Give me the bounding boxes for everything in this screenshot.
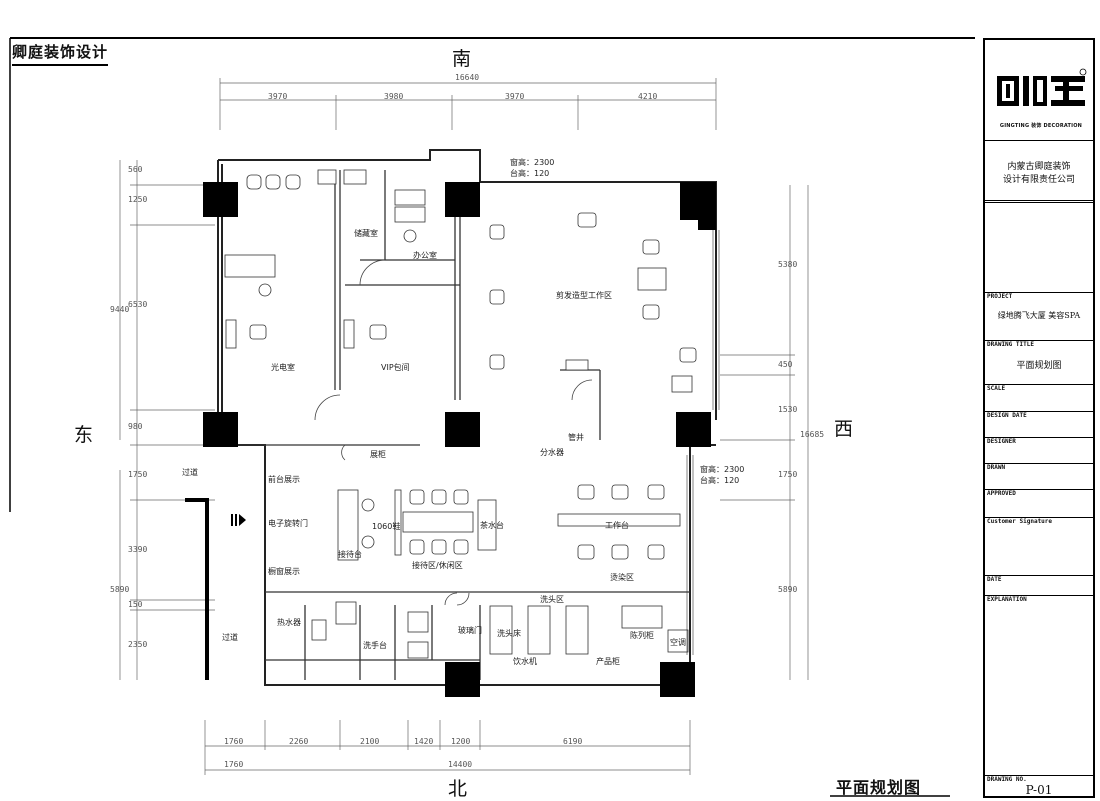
dim-top-1: 3970	[268, 92, 288, 101]
dim-left-total-a: 9440	[110, 305, 130, 314]
label-width: 1060鞋	[372, 522, 401, 531]
dim-bottom-1: 1760	[224, 737, 244, 746]
label-ac: 空调	[670, 638, 686, 647]
dim-left-6: 3390	[128, 545, 148, 554]
window-note-2-height: 窗高：2300	[700, 465, 745, 474]
approved-label: APPROVED	[987, 490, 1016, 497]
dim-bottom-5: 1200	[451, 737, 471, 746]
room-rest-area: 接待区/休闲区	[412, 561, 463, 570]
dim-left-2: 1250	[128, 195, 148, 204]
dim-left-1: 560	[128, 165, 143, 174]
chairs	[246, 174, 697, 560]
room-optical: 光电室	[271, 363, 295, 372]
project-value: 绿地腾飞大厦 美容SPA	[997, 311, 1081, 320]
label-water-heater: 热水器	[277, 618, 301, 627]
compass-east: 东	[74, 424, 94, 446]
drawing-no-value: P-01	[1025, 783, 1053, 797]
label-product: 产品柜	[596, 657, 620, 666]
project-label: PROJECT	[987, 293, 1013, 300]
label-tea: 茶水台	[480, 521, 504, 530]
dim-left-total-b: 5890	[110, 585, 130, 594]
logo-subtitle: GINGTING 装饰 DECORATION	[999, 123, 1083, 129]
dim-top-2: 3980	[384, 92, 404, 101]
tables	[224, 169, 693, 659]
dim-right-3: 1530	[778, 405, 798, 414]
dim-left-5: 1750	[128, 470, 148, 479]
dim-bottom-total: 14400	[448, 760, 473, 769]
date-label: DATE	[987, 576, 1002, 583]
plan-title-underline	[830, 795, 950, 797]
dim-right-4: 1750	[778, 470, 798, 479]
left-dimension-lines	[119, 160, 215, 680]
dim-right-total: 16685	[800, 430, 825, 439]
explanation-label: EXPLANATION	[987, 596, 1027, 603]
label-electronic-door: 电子旋转门	[268, 519, 308, 528]
label-wash-bed: 洗头床	[497, 629, 521, 638]
title-block: GINGTING 装饰 DECORATION 内蒙古卿庭装饰 设计有限责任公司 …	[983, 38, 1095, 798]
dim-bottom-2: 2260	[289, 737, 309, 746]
label-walkway-top: 过道	[182, 468, 198, 477]
label-reception: 接待台	[338, 550, 362, 559]
label-front-display: 前台展示	[268, 475, 300, 484]
brand-title: 卿庭装饰设计	[12, 41, 109, 66]
label-display-case: 陈列柜	[630, 631, 654, 640]
scale-label: SCALE	[987, 385, 1006, 392]
dim-left-4: 980	[128, 422, 143, 431]
floor-plan	[9, 37, 975, 775]
dim-bottom2-left: 1760	[224, 760, 244, 769]
dim-bottom-3: 2100	[360, 737, 380, 746]
label-work-table: 工作台	[605, 521, 629, 530]
room-hair-studio: 剪发造型工作区	[556, 291, 612, 300]
label-water: 饮水机	[513, 657, 537, 666]
structural-columns	[203, 182, 716, 697]
designer-label: DESIGNER	[987, 438, 1016, 445]
dim-right-1: 5380	[778, 260, 798, 269]
compass-south: 南	[452, 48, 472, 70]
company-line-1: 内蒙古卿庭装饰	[1007, 162, 1071, 172]
dim-bottom-6: 6190	[563, 737, 583, 746]
bottom-dimension-lines	[204, 720, 691, 775]
label-shaft: 管井	[568, 433, 584, 442]
label-window-display: 橱窗展示	[268, 567, 300, 576]
drawn-label: DRAWN	[987, 464, 1006, 471]
windows	[686, 230, 720, 655]
dim-top-3: 3970	[505, 92, 525, 101]
window-note-1-sill: 台高：120	[510, 169, 550, 178]
compass-west: 西	[834, 418, 854, 440]
company-line-2: 设计有限责任公司	[1002, 175, 1075, 185]
label-showcase: 展柜	[370, 450, 386, 459]
window-note-1-height: 窗高：2300	[510, 158, 555, 167]
drawing-no-label: DRAWING NO.	[987, 776, 1027, 783]
room-wash-area: 洗头区	[540, 595, 564, 604]
dim-top-total: 16640	[455, 73, 480, 82]
dim-right-2: 450	[778, 360, 793, 369]
drawing-title-label: DRAWING TITLE	[987, 341, 1034, 348]
dim-bottom-4: 1420	[414, 737, 434, 746]
label-basin: 洗手台	[363, 641, 387, 650]
room-storage: 储藏室	[354, 229, 378, 238]
company-logo-icon	[997, 68, 1087, 106]
dim-left-3: 6530	[128, 300, 148, 309]
entrance-marker	[185, 498, 246, 680]
top-dimension-lines	[219, 78, 717, 130]
dim-left-8: 2350	[128, 640, 148, 649]
customer-signature-label: Customer Signature	[987, 518, 1053, 525]
room-vip: VIP包间	[381, 363, 410, 372]
interior-walls	[238, 170, 690, 680]
label-walkway-bottom: 过道	[222, 633, 238, 642]
room-perm-area: 烫染区	[610, 573, 634, 582]
drawing-title-value: 平面规划图	[1016, 361, 1062, 371]
dim-right-b: 5890	[778, 585, 798, 594]
right-dimension-lines	[720, 185, 809, 680]
room-office: 办公室	[413, 251, 437, 260]
compass-north: 北	[448, 778, 468, 800]
label-distributor: 分水器	[540, 448, 564, 457]
window-note-2-sill: 台高：120	[700, 476, 740, 485]
label-glass: 玻璃门	[458, 626, 482, 635]
dim-left-7: 150	[128, 600, 143, 609]
plan-title: 平面规划图	[836, 778, 922, 797]
doors	[314, 259, 593, 606]
dim-top-4: 4210	[638, 92, 658, 101]
design-date-label: DESIGN DATE	[987, 412, 1027, 419]
